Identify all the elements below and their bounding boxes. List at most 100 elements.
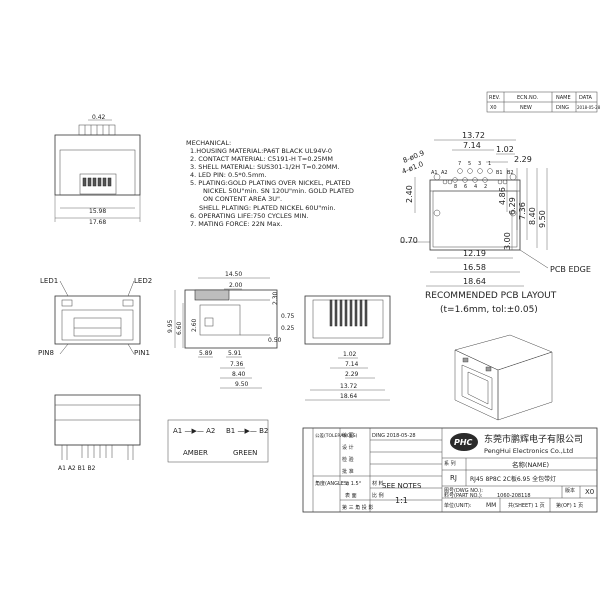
mech-line-5: 5. PLATING:GOLD PLATING OVER NICKEL, PLA… — [190, 179, 351, 187]
led-box: A1 —▶— A2 B1 —▶— B2 AMBER GREEN — [167, 419, 268, 463]
pcb-layout-title: RECOMMENDED PCB LAYOUT — [425, 291, 557, 301]
mechanical-notes: MECHANICAL: 1.HOUSING MATERIAL:PA6T BLAC… — [186, 139, 354, 228]
dim-side-2-00: 2.00 — [229, 282, 243, 289]
dim-overall-18-64: 18.64 — [340, 393, 357, 400]
tb-scale-label: 比 例 — [372, 492, 384, 499]
logo-text: PHC — [454, 438, 473, 447]
tb-scale-value: 1:1 — [395, 496, 408, 505]
label-pin8: PIN8 — [38, 349, 54, 357]
label-pcb-edge: PCB EDGE — [550, 265, 591, 274]
tb-approve-label: 批 准 — [342, 468, 354, 475]
dim-pcb-12-19: 12.19 — [463, 249, 486, 258]
title-block: PHC 东莞市鹏辉电子有限公司 PengHui Electronics Co.,… — [302, 427, 598, 513]
tb-see-notes: SEE NOTES — [382, 482, 422, 490]
dim-side-9-95: 9.95 — [167, 319, 174, 333]
pcb-layout: 7 5 3 1 A1 A2 8 6 4 2 B1 B2 13.72 7.14 1… — [400, 131, 591, 315]
label-pin1: PIN1 — [134, 349, 150, 357]
tb-rev-label: 版本 — [565, 487, 575, 494]
tb-series-value: RJ — [450, 474, 457, 482]
tb-tol-label: 公差(TOLERANCES) — [315, 432, 358, 439]
mech-line-7: ON CONTENT AREA 3U". — [203, 195, 282, 203]
dim-bottom-2-29: 2.29 — [345, 371, 359, 378]
dim-pcb-0-70: 0.70 — [400, 236, 418, 245]
pcb-pin-b1: B1 — [496, 170, 503, 176]
dim-front-inner-width: 15.98 — [89, 208, 106, 215]
rev-header-data: DATA — [579, 95, 592, 101]
pcb-pin-2: 2 — [484, 184, 487, 190]
dim-side-5-89: 5.89 — [199, 350, 213, 357]
pcb-layout-note: (t=1.6mm, tol:±0.05) — [440, 305, 538, 315]
rear-view: LED1 LED2 PIN8 PIN1 — [38, 277, 152, 357]
pin-view: A1 A2 B1 B2 — [54, 394, 141, 472]
mech-line-2: 2. CONTACT MATERIAL: C5191-H T=0.25MM — [190, 155, 333, 163]
mech-line-9: 6. OPERATING LIFE:750 CYCLES MIN. — [190, 212, 308, 220]
mech-line-4: 4. LED PIN: 0.5*0.5mm. — [190, 171, 267, 179]
rev-header-rev: REV. — [489, 95, 500, 101]
bottom-view: 1.02 7.14 2.29 13.72 18.64 — [304, 295, 391, 401]
tb-surface-label: 表 面 — [345, 492, 357, 499]
pcb-pin-b2: B2 — [507, 170, 514, 176]
tb-angle-label: 角度(ANGLES) — [315, 480, 349, 487]
rev-row-rev: X0 — [490, 105, 497, 111]
dim-pcb-13-72: 13.72 — [462, 131, 485, 140]
tb-draw-value: DING 2018-05-28 — [372, 433, 416, 439]
dim-pcb-1-02: 1.02 — [496, 145, 514, 154]
pcb-pin-7: 7 — [458, 161, 461, 167]
dim-side-7-36: 7.36 — [230, 361, 244, 368]
dim-pcb-3-00: 3.00 — [503, 232, 512, 250]
phc-logo: PHC — [450, 433, 478, 451]
company-name-cn: 东莞市鹏辉电子有限公司 — [484, 433, 583, 445]
tb-name-label: 名称(NAME) — [512, 460, 549, 469]
dim-pcb-9-50: 9.50 — [538, 210, 547, 228]
rev-row-name: DING — [556, 105, 569, 111]
tb-draw-label: 绘 图 — [342, 432, 354, 439]
dim-pcb-6-29: 6.29 — [508, 197, 517, 215]
isometric-view — [454, 334, 553, 421]
dim-bottom-1-02: 1.02 — [343, 351, 357, 358]
mech-line-1: 1.HOUSING MATERIAL:PA6T BLACK UL94V-0 — [190, 147, 332, 155]
led-circuit-a: A1 —▶— A2 — [173, 427, 215, 435]
revision-table: REV. ECN.NO. NAME DATA X0 NEW DING 2018-… — [486, 91, 600, 113]
led-green-label: GREEN — [233, 449, 257, 457]
dim-side-2-60: 2.60 — [191, 318, 198, 332]
dim-side-14-50: 14.50 — [225, 271, 242, 278]
dim-side-0-75: 0.75 — [281, 313, 295, 320]
tb-design-label: 设 计 — [342, 444, 354, 451]
dim-side-9-50: 9.50 — [235, 381, 249, 388]
label-led1: LED1 — [40, 277, 58, 285]
tb-unit-value: MM — [486, 502, 496, 509]
pcb-pin-a2: A2 — [441, 170, 448, 176]
dim-pcb-2-29: 2.29 — [514, 155, 532, 164]
rev-header-name: NAME — [556, 95, 571, 101]
dim-pcb-18-64: 18.64 — [463, 277, 486, 286]
dim-pcb-7-36: 7.36 — [518, 202, 527, 220]
dim-side-5-91: 5.91 — [228, 350, 242, 357]
mech-line-6: NICKEL 50U"min. SN 120U"min. GOLD PLATED — [203, 187, 354, 195]
tb-material-label: 材 料 — [372, 480, 384, 487]
dim-pcb-4-86: 4.86 — [498, 187, 507, 205]
pcb-pin-4: 4 — [474, 184, 477, 190]
mech-line-3: 3. SHELL MATERIAL: SUS301-1/2H T=0.20MM. — [190, 163, 339, 171]
dim-side-0-50: 0.50 — [268, 337, 282, 344]
led-amber-label: AMBER — [183, 449, 208, 457]
dim-front-pitch: 0.42 — [92, 114, 106, 121]
dim-side-8-40: 8.40 — [232, 371, 246, 378]
dim-side-0-25: 0.25 — [281, 325, 295, 332]
dim-bottom-13-72: 13.72 — [340, 383, 357, 390]
dim-front-outer-width: 17.68 — [89, 219, 106, 226]
tb-series-label: 系 列 — [444, 460, 456, 467]
company-name-en: PengHui Electronics Co.,Ltd — [484, 447, 573, 455]
bottom-pin-labels: A1 A2 B1 B2 — [58, 465, 96, 472]
mech-line-8: SHELL PLATING: PLATED NICKEL 60U"min. — [199, 204, 336, 212]
tb-rev-value: X0 — [585, 488, 594, 496]
tb-unit-label: 单位(UNIT): — [444, 502, 472, 509]
tb-part-label: 料号(PART NO.): — [444, 492, 483, 499]
tb-name-value: RJ45 8P8C 2C板6.95 全包带灯 — [470, 475, 556, 483]
label-led2: LED2 — [134, 277, 152, 285]
dim-pcb-2-40: 2.40 — [405, 185, 414, 203]
mechanical-title: MECHANICAL: — [186, 139, 231, 147]
tb-angle-value: ± 1.5° — [345, 481, 362, 487]
led-circuit-b: B1 —▶— B2 — [226, 427, 268, 435]
